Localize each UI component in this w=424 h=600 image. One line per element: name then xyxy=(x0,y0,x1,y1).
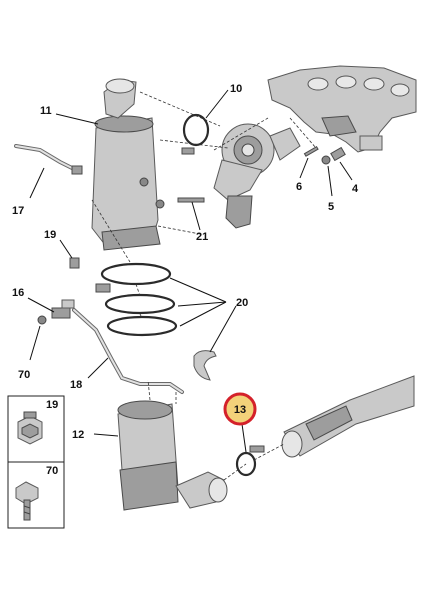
callout-13: 13 xyxy=(234,404,246,416)
turbocharger xyxy=(213,123,301,229)
callout-16: 16 xyxy=(12,287,24,299)
callout-19: 19 xyxy=(44,229,56,241)
callout-labels: 11 10 6 4 5 17 21 19 20 16 70 18 12 xyxy=(12,83,359,441)
highlight-ring xyxy=(223,392,257,426)
callout-17: 17 xyxy=(12,205,24,217)
clamp-lower xyxy=(235,445,265,477)
assembly-lines xyxy=(91,91,317,481)
exhaust-manifold xyxy=(267,65,417,153)
clamp-upper xyxy=(181,113,210,155)
callout-11: 11 xyxy=(40,105,52,117)
stud-bolt xyxy=(177,197,205,203)
callout-20: 20 xyxy=(236,297,248,309)
callout-10: 10 xyxy=(230,83,242,95)
bolt-small xyxy=(69,257,80,269)
callout-6: 6 xyxy=(296,181,302,193)
bolt-icon xyxy=(15,481,39,521)
particulate-filter-lower xyxy=(117,400,228,511)
fastener-legend: 19 70 xyxy=(7,395,65,529)
callout-12: 12 xyxy=(72,429,84,441)
manifold-hardware xyxy=(303,145,346,165)
sensor-probe xyxy=(14,144,83,175)
callout-70: 70 xyxy=(18,369,30,381)
downstream-pipe xyxy=(281,375,415,458)
pressure-pipe xyxy=(72,308,184,394)
callout-21: 21 xyxy=(196,231,208,243)
callout-4: 4 xyxy=(352,183,359,195)
pressure-sensor-bracket xyxy=(37,299,75,325)
callout-5: 5 xyxy=(328,201,334,213)
leader-lines xyxy=(27,89,353,453)
callout-18: 18 xyxy=(70,379,82,391)
highlighted-callout-13: 13 xyxy=(223,392,257,426)
particulate-filter-upper xyxy=(91,78,165,251)
legend-label-19: 19 xyxy=(46,399,58,411)
nut-icon xyxy=(17,411,43,445)
legend-label-70: 70 xyxy=(46,465,58,477)
